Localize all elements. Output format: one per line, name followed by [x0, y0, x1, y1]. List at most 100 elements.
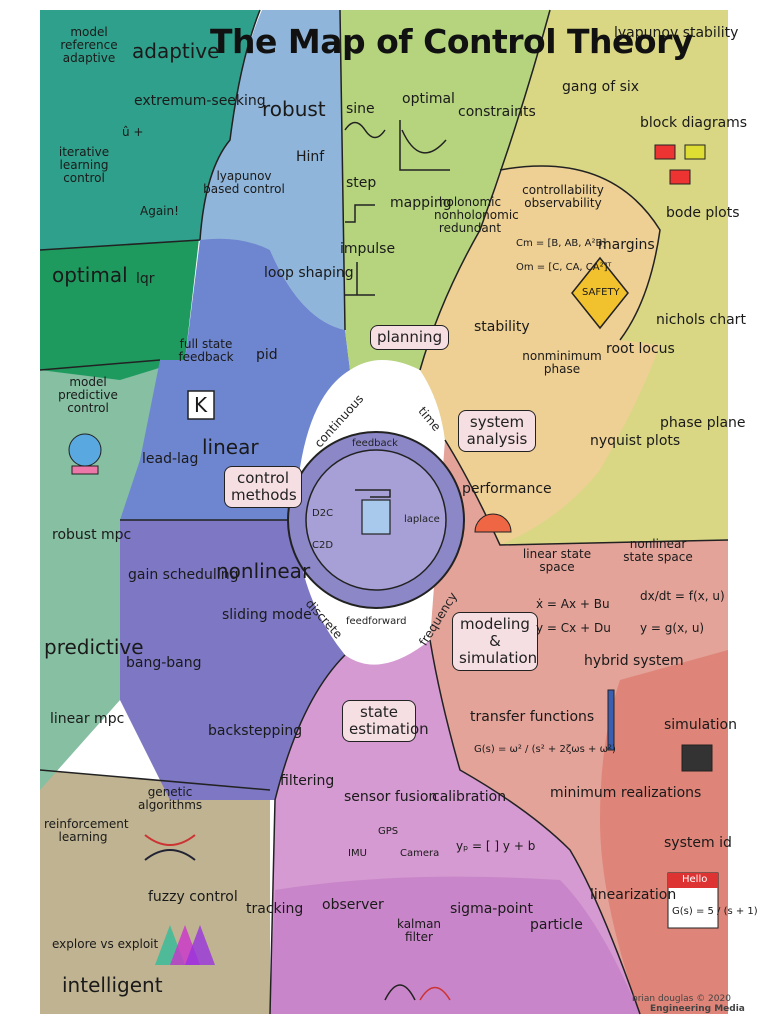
- inner-c2d-label: C2D: [312, 540, 334, 551]
- lyapunov-stability-label: lyapunov stability: [614, 25, 739, 41]
- block-diagrams-label: block diagrams: [640, 115, 748, 131]
- sine-icon: [344, 121, 386, 139]
- bucket-icon: [355, 489, 391, 535]
- region-intelligent: [40, 770, 270, 1014]
- mapping-label: mapping: [390, 195, 452, 211]
- region-borders: [39, 9, 729, 1015]
- model-reference-adaptive-label: model reference adaptive: [60, 25, 118, 65]
- extremum-seeking-equation: û +: [122, 125, 144, 139]
- nonminimum-phase-label: nonminimum phase: [522, 349, 602, 376]
- nyquist-plots-label: nyquist plots: [590, 433, 681, 449]
- loop-shaping-label: loop shaping: [264, 265, 354, 281]
- block-diagram-icon: [654, 144, 706, 185]
- phase-plane-label: phase plane: [660, 415, 746, 431]
- region-optimal-left: [40, 230, 200, 380]
- genetic-algorithms-label: genetic algorithms: [138, 785, 203, 812]
- nichols-chart-label: nichols chart: [656, 312, 746, 328]
- region-linear: [120, 238, 350, 520]
- cm-equation: Cm = [B, AB, A²B]: [516, 238, 607, 249]
- performance-label: performance: [462, 481, 552, 497]
- modeling-simulation-box: modeling & simulation: [452, 612, 538, 671]
- camera-label: Camera: [400, 848, 440, 859]
- inner-feedback-label: feedback: [352, 438, 398, 449]
- linear-heading: linear: [202, 435, 259, 459]
- dna-icon: [144, 834, 196, 861]
- backstepping-label: backstepping: [208, 723, 303, 739]
- explore-vs-exploit-label: explore vs exploit: [52, 937, 159, 951]
- system-id-label: system id: [664, 835, 732, 851]
- hello-tag-icon: [667, 872, 719, 929]
- safety-label: SAFETY: [582, 287, 620, 298]
- nonlinear-heading: nonlinear: [216, 559, 311, 583]
- sigma-point-label: sigma-point: [450, 901, 534, 917]
- again-label: Again!: [140, 204, 179, 218]
- region-adaptive: [40, 10, 260, 250]
- k-gain-label: K: [194, 393, 208, 417]
- safety-sign-icon: [571, 256, 629, 330]
- control-methods-box: control methods: [224, 466, 302, 508]
- inner-laplace-label: laplace: [404, 514, 440, 525]
- holonomic-label: holonomic nonholonomic redundant: [434, 195, 519, 235]
- particle-label: particle: [530, 917, 583, 933]
- region-predictive: [40, 360, 160, 790]
- extremum-seeking-label: extremum-seeking: [134, 93, 266, 109]
- gang-of-six-label: gang of six: [562, 79, 640, 95]
- region-state-estimation-lower: [270, 876, 640, 1014]
- observer-label: observer: [322, 897, 384, 913]
- state-estimation-box: state estimation: [342, 700, 429, 742]
- robust-mpc-label: robust mpc: [52, 527, 132, 543]
- step-icon: [345, 204, 375, 223]
- nonlinear-output-equation: y = g(x, u): [640, 621, 705, 635]
- map-title: The Map of Control Theory: [210, 22, 693, 61]
- bang-bang-label: bang-bang: [126, 655, 202, 671]
- transfer-functions-label: transfer functions: [470, 709, 595, 725]
- impulse-label: impulse: [340, 241, 396, 257]
- sine-label: sine: [346, 101, 375, 117]
- filtering-label: filtering: [280, 773, 335, 789]
- region-planning: [340, 10, 550, 370]
- imu-label: IMU: [348, 848, 367, 859]
- optimal-heading: optimal: [52, 263, 128, 287]
- planning-box: planning: [370, 325, 450, 350]
- intelligent-heading: intelligent: [62, 973, 163, 997]
- engineering-media-logo: Engineering Media: [650, 1004, 745, 1014]
- hybrid-system-label: hybrid system: [584, 653, 684, 669]
- lyapunov-based-control-label: lyapunov based control: [203, 169, 285, 196]
- reinforcement-learning-label: reinforcement learning: [44, 817, 129, 844]
- controllability-label: controllability observability: [522, 183, 604, 210]
- kalman-bell-icon: [384, 984, 451, 1001]
- om-equation: Om = [C, CA, CA²]ᵀ: [516, 262, 612, 273]
- linear-state-equation: ẋ = Ax + Bu: [536, 597, 610, 611]
- adaptive-heading: adaptive: [132, 39, 220, 63]
- lqr-label: lqr: [136, 271, 155, 287]
- calibration-equation: yₚ = [ ] y + b: [456, 839, 536, 853]
- inner-d2c-label: D2C: [312, 508, 334, 519]
- crystal-ball-icon: [68, 433, 102, 475]
- calibration-label: calibration: [432, 789, 507, 805]
- lead-lag-label: lead-lag: [142, 451, 199, 467]
- stability-label: stability: [474, 319, 530, 335]
- bode-plots-label: bode plots: [666, 205, 740, 221]
- gain-scheduling-label: gain scheduling: [128, 567, 239, 583]
- model-predictive-control-label: model predictive control: [58, 375, 118, 415]
- system-analysis-box: system analysis: [458, 410, 536, 452]
- margins-label: margins: [598, 237, 655, 253]
- pogo-hybrid-icon: [607, 689, 615, 751]
- inner-feedforward-label: feedforward: [346, 616, 407, 627]
- hello-tag-label: Hello: [682, 874, 708, 885]
- root-locus-label: root locus: [606, 341, 675, 357]
- linearization-label: linearization: [590, 887, 677, 903]
- gauge-icon: [474, 513, 512, 533]
- fuzzy-triangles-icon: [155, 925, 215, 965]
- sensor-fusion-label: sensor fusion: [344, 789, 438, 805]
- constraints-label: constraints: [458, 104, 536, 120]
- tracking-label: tracking: [246, 901, 304, 917]
- fuzzy-control-label: fuzzy control: [148, 889, 238, 905]
- region-nonlinear: [120, 520, 345, 800]
- transfer-function-equation: G(s) = ω² / (s² + 2ζωs + ω²): [474, 744, 616, 755]
- system-id-equation: G(s) = 5 / (s + 1): [672, 906, 758, 917]
- robust-heading: robust: [262, 97, 326, 121]
- gps-label: GPS: [378, 826, 399, 837]
- minimum-realizations-label: minimum realizations: [550, 785, 702, 801]
- region-robust: [200, 10, 345, 330]
